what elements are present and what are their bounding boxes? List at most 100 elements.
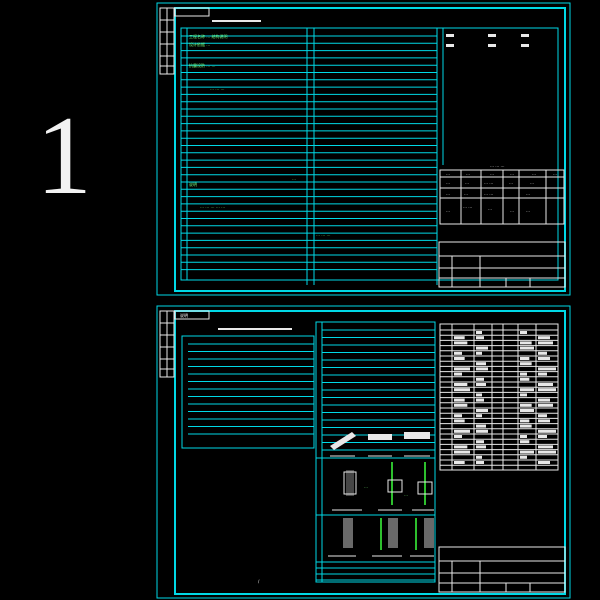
- table-cell-mark: [476, 346, 488, 350]
- table-cell-mark: [476, 445, 486, 449]
- svg-text:… …: … …: [484, 180, 493, 185]
- table-cell-mark: [538, 341, 553, 345]
- top-tab: [174, 310, 210, 320]
- svg-text:… … …: … … …: [490, 163, 505, 168]
- legend-swatch: [488, 34, 496, 37]
- svg-text:…: …: [446, 191, 450, 196]
- svg-text:…: …: [488, 206, 492, 211]
- table-cell-mark: [454, 450, 470, 454]
- svg-text:…: …: [364, 484, 368, 489]
- note-line-7: …: [292, 176, 296, 181]
- table-cell-mark: [476, 414, 482, 418]
- sheet-outer-frame: [156, 2, 571, 296]
- table-cell-mark: [454, 351, 462, 355]
- table-cell-mark: [520, 331, 527, 334]
- table-cell-mark: [454, 461, 465, 464]
- svg-text:…: …: [530, 180, 534, 185]
- table-cell-mark: [454, 403, 468, 407]
- svg-text:/: /: [258, 579, 260, 584]
- table-cell-mark: [476, 336, 484, 340]
- table-cell-mark: [454, 435, 462, 438]
- table-cell-mark: [520, 393, 527, 397]
- table-cell-mark: [454, 419, 465, 423]
- svg-text:…: …: [510, 208, 514, 213]
- table-cell-mark: [538, 461, 550, 464]
- table-cell-mark: [520, 372, 527, 376]
- table-cell-mark: [538, 450, 556, 454]
- ruled-lines: [181, 35, 437, 271]
- table-cell-mark: [454, 398, 465, 402]
- table-cell-mark: [454, 445, 468, 449]
- legend-swatch: [521, 44, 529, 47]
- table-cell-mark: [538, 388, 556, 392]
- table-cell-mark: [476, 367, 488, 371]
- table-cell-mark: [538, 336, 550, 340]
- note-line-8: … … …: [316, 232, 331, 237]
- table-cell-mark: [538, 383, 553, 386]
- table-cell-mark: [454, 388, 470, 392]
- svg-text:…: …: [526, 191, 530, 196]
- table-cell-mark: [476, 461, 484, 464]
- svg-text:…: …: [464, 191, 468, 196]
- svg-text:…: …: [526, 208, 530, 213]
- drawing-sheet-top: 工程名称 … 结构说明 设计依据 … 抗震设防 … … … … … 说明 … ……: [156, 2, 571, 296]
- table-cell-mark: [538, 429, 556, 433]
- table-cell-mark: [538, 445, 553, 449]
- legend-swatch: [446, 44, 454, 47]
- table-cell-mark: [476, 362, 486, 366]
- table-cell-mark: [520, 357, 530, 360]
- table-cell-mark: [538, 435, 547, 438]
- table-cell-mark: [538, 398, 550, 402]
- table-cell-mark: [538, 351, 547, 355]
- table-cell-mark: [520, 362, 532, 366]
- table-cell-mark: [520, 419, 530, 423]
- legend-swatch: [521, 34, 529, 37]
- note-line-5: 说明: [189, 181, 197, 187]
- svg-text:…: …: [532, 171, 536, 176]
- note-line-6: … … … … …: [200, 204, 225, 209]
- note-line-3: 抗震设防 … …: [189, 62, 216, 68]
- svg-text:…: …: [553, 171, 557, 176]
- svg-text:…: …: [490, 171, 494, 176]
- svg-text:… …: … …: [463, 204, 472, 209]
- table-cell-mark: [538, 414, 547, 418]
- table-cell-mark: [520, 440, 530, 444]
- page-number: 1: [36, 94, 92, 218]
- table-cell-mark: [476, 377, 484, 381]
- table-cell-mark: [520, 377, 530, 381]
- sheet-outer-frame: [156, 305, 571, 599]
- table-cell-mark: [476, 351, 482, 355]
- table-cell-mark: [538, 367, 556, 371]
- schedule-table: [439, 323, 559, 471]
- svg-text:…: …: [446, 180, 450, 185]
- table-cell-mark: [476, 424, 486, 428]
- svg-text:…: …: [510, 171, 514, 176]
- table-cell-mark: [454, 357, 465, 360]
- table-cell-mark: [520, 455, 527, 459]
- detail-drawings: … …: [328, 432, 434, 557]
- sheet-inner-frame: [174, 7, 566, 292]
- table-cell-mark: [538, 419, 550, 423]
- table-cell-mark: [476, 331, 482, 334]
- table-cell-mark: [520, 341, 532, 345]
- drawing-sheet-bottom: 说明 … …: [156, 305, 571, 599]
- table-cell-mark: [520, 388, 534, 392]
- table-cell-mark: [476, 440, 484, 444]
- table-cell-mark: [476, 398, 484, 402]
- svg-text:…: …: [465, 180, 469, 185]
- table-cell-mark: [520, 424, 532, 428]
- svg-text:…: …: [404, 492, 408, 497]
- table-cell-mark: [520, 403, 532, 407]
- svg-text:…: …: [466, 171, 470, 176]
- table-cell-mark: [454, 336, 465, 340]
- title-block: [438, 241, 566, 288]
- svg-text:…: …: [509, 180, 513, 185]
- table-cell-mark: [520, 450, 534, 454]
- table-cell-mark: [476, 393, 482, 397]
- table-cell-mark: [454, 372, 462, 376]
- svg-text:…: …: [446, 171, 450, 176]
- title-block: [438, 546, 566, 593]
- table-cell-mark: [520, 409, 534, 412]
- table-cell-mark: [520, 346, 534, 350]
- sheet-inner-frame: [174, 310, 566, 595]
